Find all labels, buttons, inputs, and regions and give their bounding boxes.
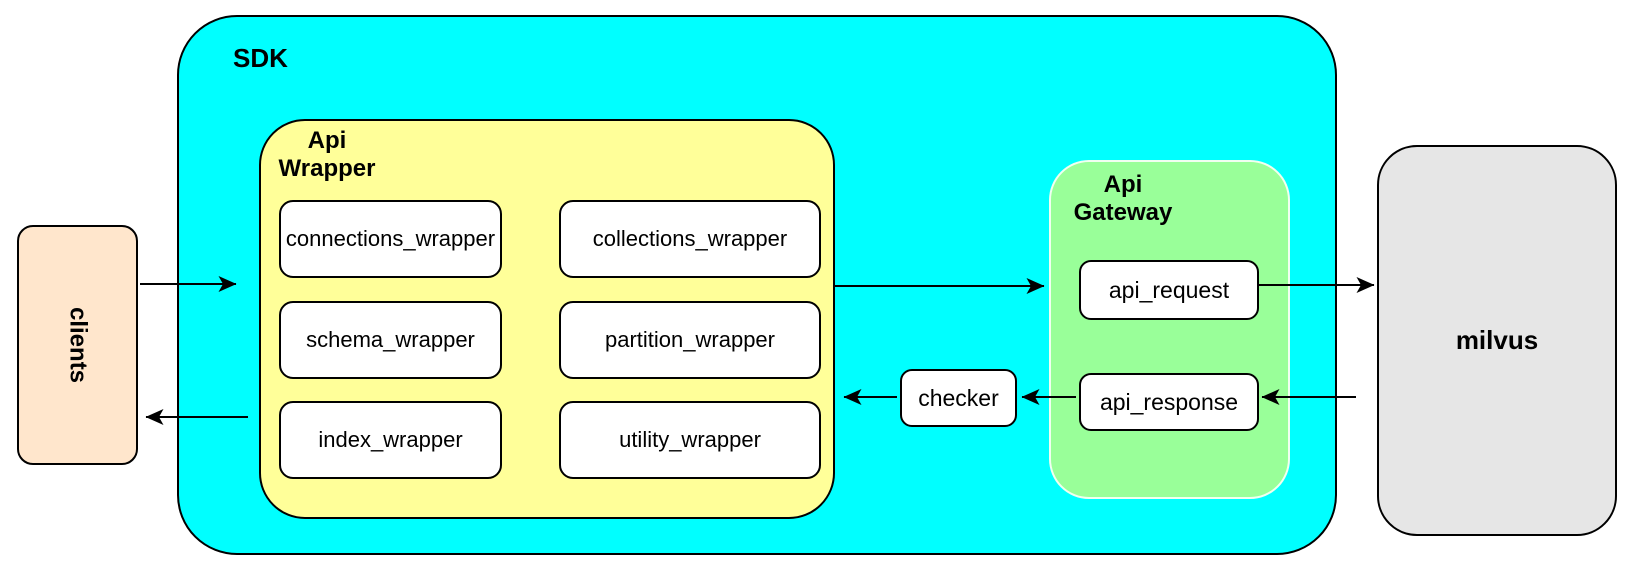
clients-label: clients [64,306,92,384]
node-utility-wrapper: utility_wrapper [559,401,821,479]
api-gateway-container: Api Gateway api_request api_response [1049,160,1290,499]
api-gateway-label-line1: Api [1103,171,1143,198]
node-partition-wrapper: partition_wrapper [559,301,821,379]
node-checker: checker [900,369,1017,427]
node-api-request: api_request [1079,260,1259,320]
api-gateway-label-line2: Gateway [1073,199,1173,226]
node-schema-wrapper: schema_wrapper [279,301,502,379]
api-wrapper-label-line1: Api [307,127,347,154]
node-connections-wrapper: connections_wrapper [279,200,502,278]
api-wrapper-label: Api Wrapper [271,127,383,183]
api-gateway-label: Api Gateway [1071,171,1175,227]
sdk-label: SDK [233,43,288,73]
node-clients: clients [17,225,138,465]
node-index-wrapper: index_wrapper [279,401,502,479]
api-wrapper-label-line2: Wrapper [278,155,376,182]
node-api-response: api_response [1079,373,1259,431]
sdk-container: SDK Api Wrapper connections_wrapper coll… [177,15,1337,555]
api-wrapper-container: Api Wrapper connections_wrapper collecti… [259,119,835,519]
node-collections-wrapper: collections_wrapper [559,200,821,278]
node-milvus: milvus [1377,145,1617,536]
